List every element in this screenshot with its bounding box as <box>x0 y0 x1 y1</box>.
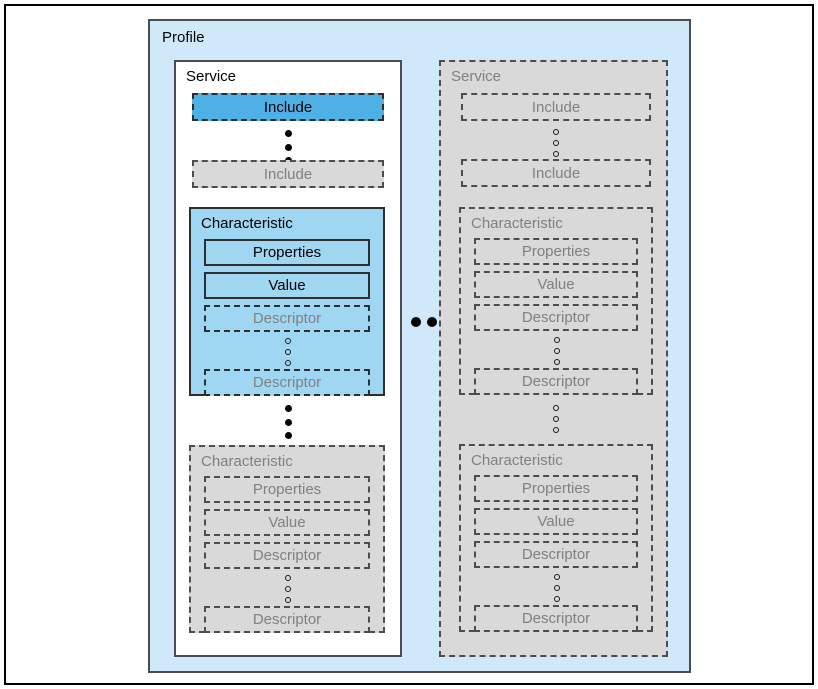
descriptors-vertical-ellipsis <box>554 337 560 365</box>
include-ghost[interactable]: Include <box>461 159 651 187</box>
profile-title: Profile <box>162 29 205 46</box>
ellipsis-circle <box>554 585 560 591</box>
ellipsis-circle <box>285 575 291 581</box>
descriptors-vertical-ellipsis <box>285 575 291 603</box>
include-ghost[interactable]: Include <box>461 93 651 121</box>
descriptor-box[interactable]: Descriptor <box>474 304 638 331</box>
ellipsis-dot <box>285 405 292 412</box>
ellipsis-circle <box>553 405 559 411</box>
properties-box[interactable]: Properties <box>474 238 638 265</box>
ellipsis-circle <box>553 151 559 157</box>
characteristic-ghost-title: Characteristic <box>471 452 563 469</box>
characteristics-vertical-ellipsis <box>285 405 292 439</box>
service-active[interactable]: Service Include Include Characteristic P… <box>174 60 402 657</box>
characteristic-active[interactable]: Characteristic Properties Value Descript… <box>189 207 385 396</box>
ellipsis-dot <box>285 432 292 439</box>
properties-box[interactable]: Properties <box>204 239 370 266</box>
ellipsis-circle <box>554 574 560 580</box>
characteristic-ghost[interactable]: Characteristic Properties Value Descript… <box>459 444 653 632</box>
ellipsis-circle <box>285 586 291 592</box>
ellipsis-dot <box>285 418 292 426</box>
characteristics-vertical-ellipsis <box>553 405 559 433</box>
include-ghost[interactable]: Include <box>192 160 384 188</box>
ellipsis-circle <box>553 427 559 433</box>
properties-box[interactable]: Properties <box>204 476 370 503</box>
ellipsis-circle <box>554 337 560 343</box>
service-ghost-title: Service <box>451 68 502 85</box>
characteristic-active-title: Characteristic <box>201 215 293 232</box>
descriptor-box[interactable]: Descriptor <box>474 605 638 632</box>
includes-vertical-ellipsis <box>285 130 292 164</box>
value-box[interactable]: Value <box>204 509 370 536</box>
ellipsis-circle <box>285 349 291 355</box>
characteristic-ghost-title: Characteristic <box>471 215 563 232</box>
ellipsis-circle <box>553 140 559 146</box>
ellipsis-circle <box>553 129 559 135</box>
descriptor-box[interactable]: Descriptor <box>204 542 370 569</box>
ellipsis-circle <box>554 348 560 354</box>
ellipsis-dot <box>285 130 292 137</box>
ellipsis-circle <box>554 359 560 365</box>
ellipsis-circle <box>285 597 291 603</box>
descriptor-box[interactable]: Descriptor <box>204 305 370 332</box>
descriptor-box[interactable]: Descriptor <box>204 606 370 633</box>
descriptors-vertical-ellipsis <box>554 574 560 602</box>
value-box[interactable]: Value <box>474 271 638 298</box>
value-box[interactable]: Value <box>474 508 638 535</box>
ellipsis-circle <box>554 596 560 602</box>
descriptor-box[interactable]: Descriptor <box>474 541 638 568</box>
ellipsis-circle <box>285 360 291 366</box>
ellipsis-circle <box>553 416 559 422</box>
ellipsis-dot <box>285 143 292 151</box>
value-box[interactable]: Value <box>204 272 370 299</box>
ellipsis-dot <box>411 317 421 327</box>
descriptor-box[interactable]: Descriptor <box>204 369 370 396</box>
descriptors-vertical-ellipsis <box>285 338 291 366</box>
characteristic-ghost[interactable]: Characteristic Properties Value Descript… <box>189 445 385 633</box>
service-active-title: Service <box>186 68 237 85</box>
includes-vertical-ellipsis <box>553 129 559 157</box>
ellipsis-circle <box>285 338 291 344</box>
ellipsis-dot <box>427 317 437 327</box>
descriptor-box[interactable]: Descriptor <box>474 368 638 395</box>
properties-box[interactable]: Properties <box>474 475 638 502</box>
include-highlighted[interactable]: Include <box>192 93 384 121</box>
service-ghost[interactable]: Service Include Include Characteristic P… <box>439 60 668 657</box>
characteristic-ghost-title: Characteristic <box>201 453 293 470</box>
page-frame <box>4 4 814 685</box>
characteristic-ghost[interactable]: Characteristic Properties Value Descript… <box>459 207 653 395</box>
